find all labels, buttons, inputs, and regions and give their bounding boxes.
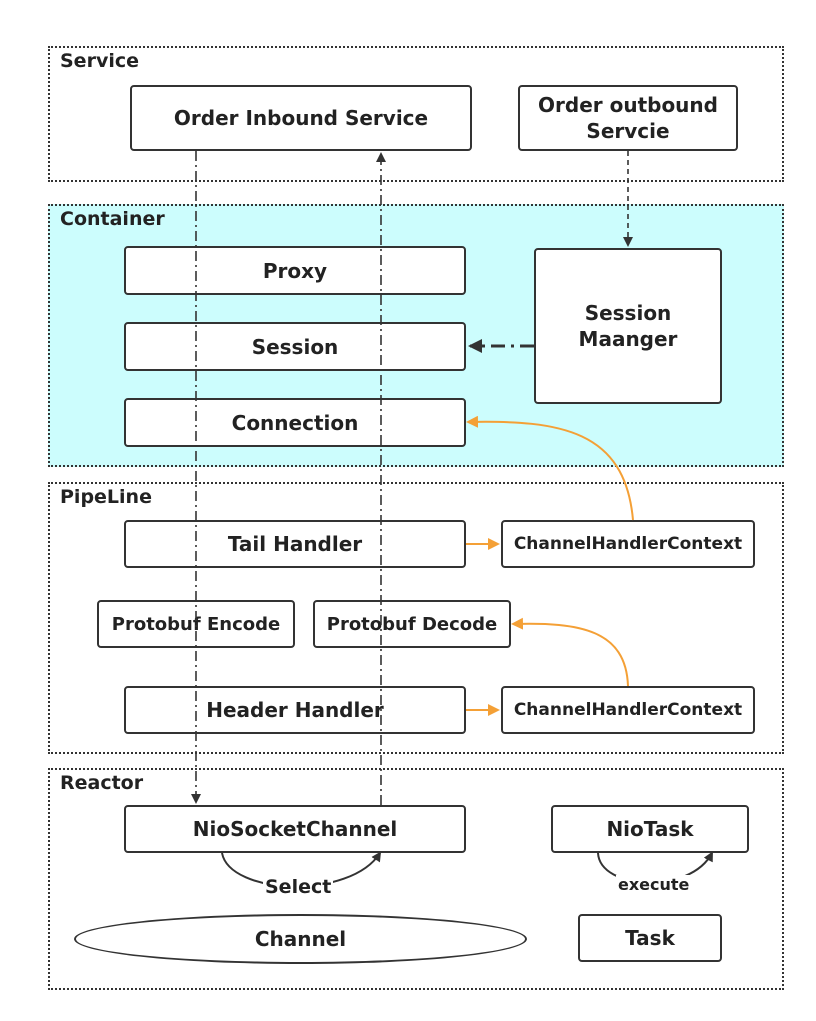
tail-handler-box[interactable]: Tail Handler [124, 520, 466, 568]
header-handler-label: Header Handler [206, 698, 384, 722]
order-outbound-service-box[interactable]: Order outbound Servcie [518, 85, 738, 151]
nio-socket-channel-box[interactable]: NioSocketChannel [124, 805, 466, 853]
nio-socket-channel-label: NioSocketChannel [192, 817, 398, 841]
select-label: Select [263, 876, 334, 898]
order-outbound-service-label-line1: Order outbound [538, 93, 718, 117]
order-outbound-service-label-line2: Servcie [586, 119, 670, 143]
reactor-layer: Reactor [48, 768, 784, 990]
pipeline-layer: PipeLine [48, 482, 784, 754]
execute-label: execute [616, 875, 692, 894]
nio-task-label: NioTask [606, 817, 694, 841]
header-handler-box[interactable]: Header Handler [124, 686, 466, 734]
header-channel-handler-context-label: ChannelHandlerContext [513, 700, 743, 720]
channel-label: Channel [254, 927, 347, 951]
nio-task-box[interactable]: NioTask [551, 805, 749, 853]
connection-box[interactable]: Connection [124, 398, 466, 447]
reactor-layer-title: Reactor [60, 772, 144, 794]
tail-channel-handler-context-label: ChannelHandlerContext [513, 534, 743, 554]
protobuf-encode-label: Protobuf Encode [111, 613, 281, 635]
session-manager-label-line2: Maanger [578, 327, 678, 351]
order-inbound-service-label: Order Inbound Service [173, 106, 429, 130]
order-inbound-service-box[interactable]: Order Inbound Service [130, 85, 472, 151]
task-label: Task [625, 926, 675, 950]
protobuf-decode-label: Protobuf Decode [326, 613, 498, 635]
proxy-label: Proxy [262, 258, 328, 283]
session-box[interactable]: Session [124, 322, 466, 371]
service-layer: Service [48, 46, 784, 182]
header-channel-handler-context-box[interactable]: ChannelHandlerContext [501, 686, 755, 734]
channel-ellipse[interactable]: Channel [74, 914, 527, 964]
task-box[interactable]: Task [578, 914, 722, 962]
protobuf-encode-box[interactable]: Protobuf Encode [97, 600, 295, 648]
session-manager-label-line1: Session [584, 301, 672, 325]
connection-label: Connection [231, 410, 359, 435]
tail-channel-handler-context-box[interactable]: ChannelHandlerContext [501, 520, 755, 568]
session-manager-box[interactable]: Session Maanger [534, 248, 722, 404]
protobuf-decode-box[interactable]: Protobuf Decode [313, 600, 511, 648]
service-layer-title: Service [60, 50, 139, 72]
container-layer-title: Container [60, 208, 165, 230]
proxy-box[interactable]: Proxy [124, 246, 466, 295]
pipeline-layer-title: PipeLine [60, 486, 152, 508]
session-label: Session [251, 334, 339, 359]
tail-handler-label: Tail Handler [227, 532, 363, 556]
